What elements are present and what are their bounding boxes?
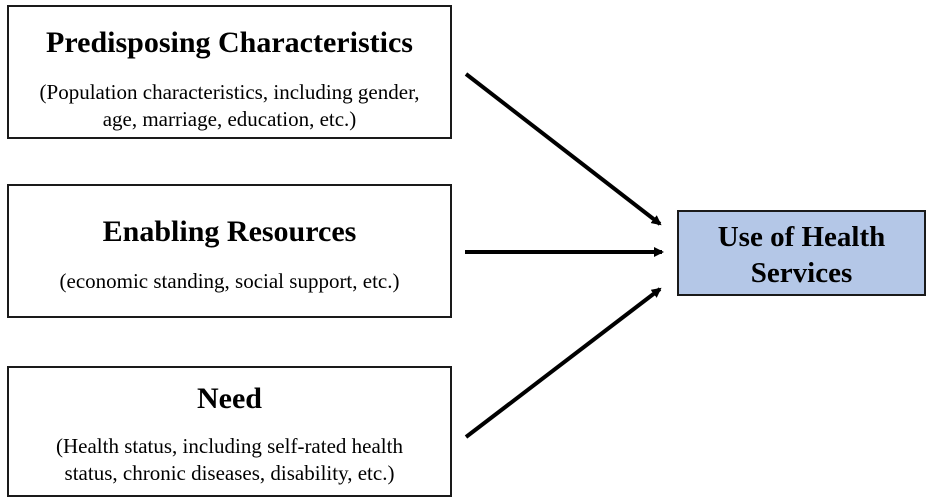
enabling-title: Enabling Resources [102, 215, 357, 248]
predisposing-desc-line1: (Population characteristics, including g… [39, 80, 420, 104]
predisposing-desc-line2: age, marriage, education, etc.) [102, 107, 357, 131]
need-description: (Health status, including self-rated hea… [9, 433, 450, 487]
outcome-title-line1: Use of Health [717, 221, 886, 253]
arrow-need-to-use [464, 287, 662, 439]
need-desc-line1: (Health status, including self-rated hea… [56, 434, 403, 458]
need-box: Need (Health status, including self-rate… [7, 366, 452, 497]
outcome-title: Use of Health Services [679, 219, 924, 291]
outcome-title-line2: Services [750, 257, 853, 289]
enabling-description: (economic standing, social support, etc.… [9, 268, 450, 295]
use-of-health-services-box: Use of Health Services [677, 210, 926, 296]
arrow-predisposing-to-use [464, 72, 662, 226]
need-title: Need [197, 382, 262, 415]
predisposing-description: (Population characteristics, including g… [9, 79, 450, 133]
predisposing-title: Predisposing Characteristics [46, 26, 413, 59]
enabling-desc-line1: (economic standing, social support, etc.… [59, 269, 400, 293]
predisposing-characteristics-box: Predisposing Characteristics (Population… [7, 5, 452, 139]
enabling-resources-box: Enabling Resources (economic standing, s… [7, 184, 452, 318]
need-desc-line2: status, chronic diseases, disability, et… [64, 461, 395, 485]
